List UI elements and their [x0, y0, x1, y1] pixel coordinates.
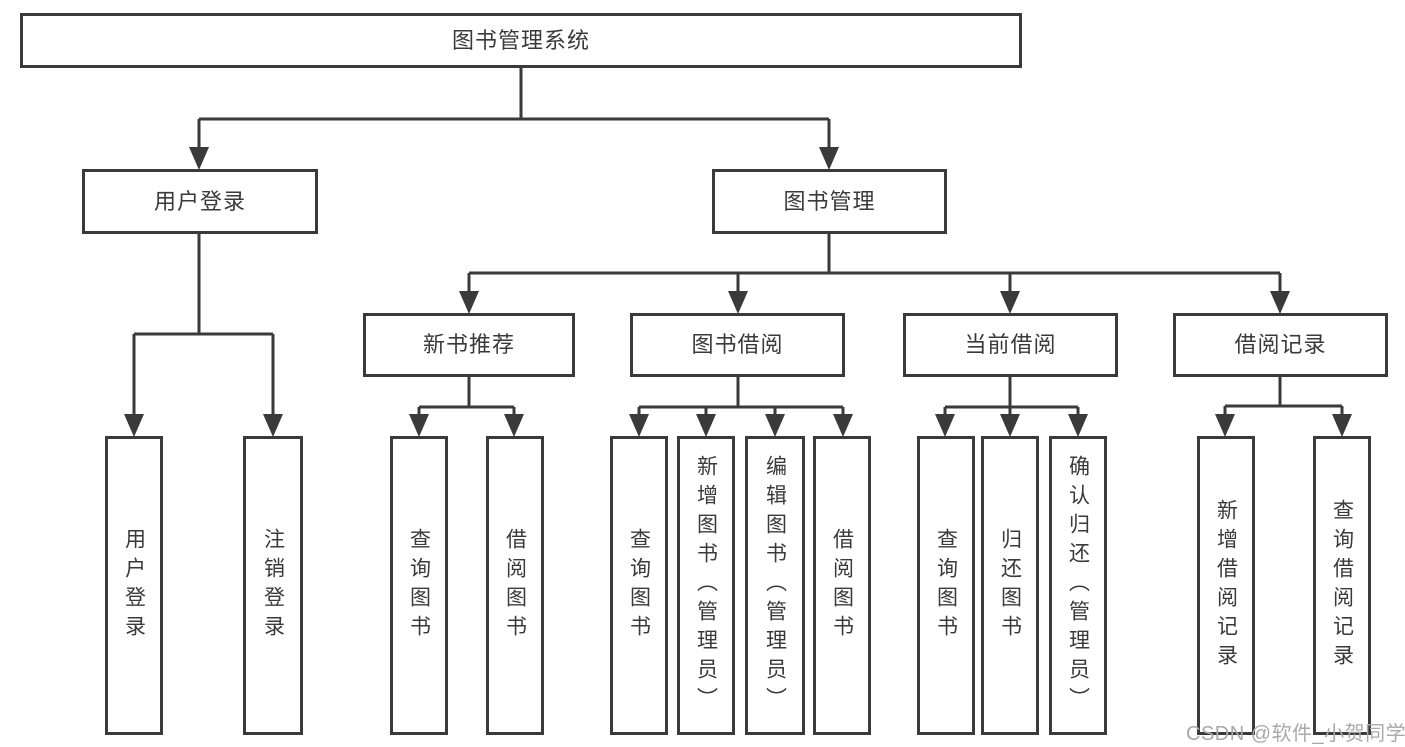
node-label: 确认归还（管理员）: [1066, 455, 1090, 716]
node-label: 查询图书: [934, 527, 958, 644]
node-label: 图书管理: [783, 188, 876, 214]
arrowhead-icon: [629, 414, 649, 437]
leaf-query-borrow-record: 查询借阅记录: [1313, 436, 1371, 735]
node-label: 注销登录: [261, 527, 285, 644]
node-book-borrow: 图书借阅: [630, 313, 845, 377]
leaf-borrow-books: 借阅图书: [813, 436, 871, 735]
node-label: 新书推荐: [422, 332, 515, 357]
leaf-recommend-query-books: 查询图书: [390, 436, 448, 735]
node-book-management: 图书管理: [712, 169, 947, 234]
arrowhead-icon: [1000, 414, 1020, 437]
arrowhead-icon: [935, 414, 955, 437]
leaf-recommend-borrow-books: 借阅图书: [486, 436, 544, 735]
arrowhead-icon: [409, 414, 429, 437]
node-label: 归还图书: [998, 527, 1022, 644]
arrowhead-icon: [459, 291, 479, 314]
arrowhead-icon: [728, 291, 748, 314]
node-borrow-records: 借阅记录: [1173, 313, 1388, 377]
node-label: 借阅图书: [830, 527, 854, 644]
node-label: 用户登录: [122, 527, 146, 644]
leaf-return-books: 归还图书: [981, 436, 1039, 735]
csdn-watermark: CSDN @软件_小贺同学: [1186, 723, 1405, 745]
node-label: 查询图书: [627, 527, 651, 644]
arrowhead-icon: [124, 414, 144, 437]
leaf-confirm-return-admin: 确认归还（管理员）: [1049, 436, 1107, 735]
tree-edges: [132, 68, 1344, 420]
leaf-add-borrow-record: 新增借阅记录: [1197, 436, 1255, 735]
arrowhead-icon: [189, 147, 209, 170]
leaf-current-query-books: 查询图书: [917, 436, 975, 735]
arrowheads: [124, 147, 1352, 437]
node-root: 图书管理系统: [20, 13, 1022, 68]
leaf-logout: 注销登录: [243, 436, 303, 735]
arrowhead-icon: [819, 147, 839, 170]
node-label: 用户登录: [153, 188, 246, 214]
arrowhead-icon: [1270, 291, 1290, 314]
node-new-book-recommend: 新书推荐: [363, 313, 575, 377]
node-label: 借阅记录: [1234, 332, 1327, 357]
leaf-edit-books-admin: 编辑图书（管理员）: [745, 436, 805, 735]
arrowhead-icon: [765, 414, 785, 437]
node-label: 新增借阅记录: [1214, 498, 1238, 673]
node-label: 新增图书（管理员）: [694, 455, 718, 716]
arrowhead-icon: [504, 414, 524, 437]
arrowhead-icon: [1068, 414, 1088, 437]
node-label: 图书借阅: [691, 332, 784, 357]
node-user-login: 用户登录: [82, 169, 318, 234]
node-label: 查询图书: [407, 527, 431, 644]
arrowhead-icon: [696, 414, 716, 437]
arrowhead-icon: [1000, 291, 1020, 314]
leaf-user-login: 用户登录: [105, 436, 163, 735]
arrowhead-icon: [1332, 414, 1352, 437]
arrowhead-icon: [263, 414, 283, 437]
node-label: 当前借阅: [964, 332, 1057, 357]
node-current-borrow: 当前借阅: [903, 313, 1118, 377]
leaf-borrow-query-books: 查询图书: [610, 436, 668, 735]
arrowhead-icon: [833, 414, 853, 437]
arrowhead-icon: [1215, 414, 1235, 437]
node-label: 图书管理系统: [451, 27, 590, 53]
node-label: 查询借阅记录: [1330, 498, 1354, 673]
leaf-add-books-admin: 新增图书（管理员）: [677, 436, 735, 735]
node-label: 编辑图书（管理员）: [763, 455, 787, 716]
node-label: 借阅图书: [503, 527, 527, 644]
